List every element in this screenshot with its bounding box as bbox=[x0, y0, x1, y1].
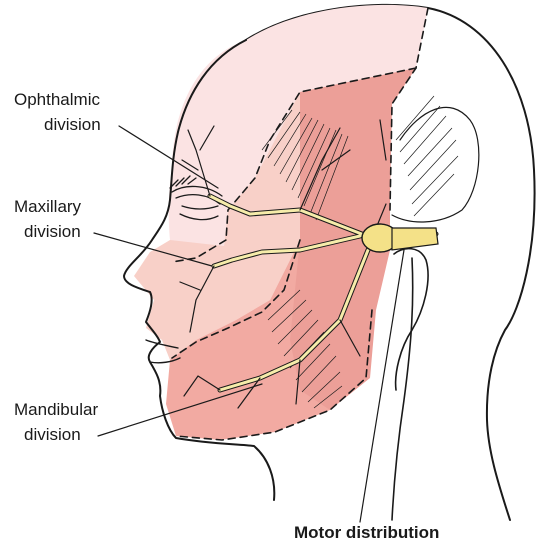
ophthalmic-label-line2: division bbox=[44, 114, 101, 136]
maxillary-label-line1: Maxillary bbox=[14, 196, 81, 218]
ophthalmic-label-line1: Ophthalmic bbox=[14, 89, 100, 111]
nerve-root bbox=[392, 228, 438, 250]
maxillary-label-line2: division bbox=[24, 221, 81, 243]
scalp-muscle-outline bbox=[392, 107, 479, 222]
motor-distribution-label: Motor distribution bbox=[294, 522, 439, 544]
mandibular-label-line2: division bbox=[24, 424, 81, 446]
mandibular-label-line1: Mandibular bbox=[14, 399, 98, 421]
